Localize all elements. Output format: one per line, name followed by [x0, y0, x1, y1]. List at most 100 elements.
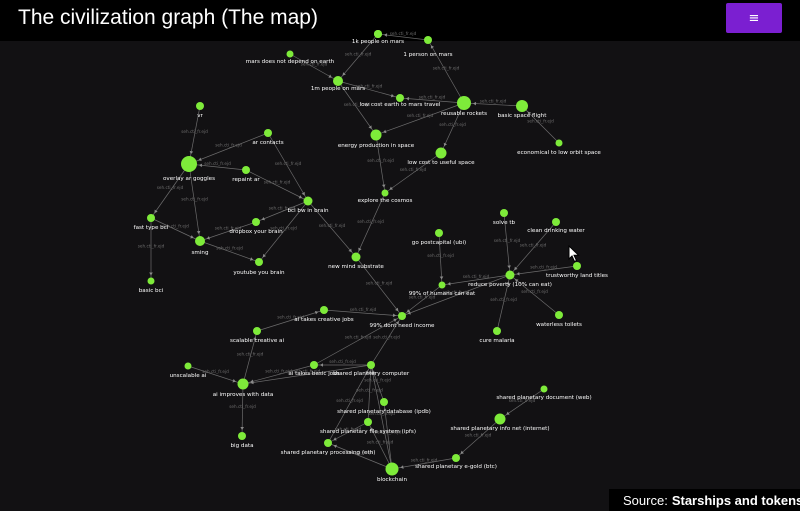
graph-node-postcapital[interactable]: go postcapital (ubi): [412, 229, 466, 246]
node-circle[interactable]: [310, 361, 318, 369]
node-circle[interactable]: [555, 311, 563, 319]
graph-node-dropbox[interactable]: dropbox your brain: [229, 218, 283, 235]
node-circle[interactable]: [181, 156, 197, 172]
node-circle[interactable]: [494, 413, 506, 425]
node-circle[interactable]: [195, 236, 205, 246]
graph-node-basic-space[interactable]: basic space flight: [498, 100, 548, 119]
graph-node-99-income[interactable]: 99% dont need income: [370, 312, 436, 329]
node-circle[interactable]: [184, 362, 192, 370]
node-label: big data: [230, 443, 253, 449]
graph-node-econ-orbit[interactable]: economical to low orbit space: [517, 139, 601, 157]
graph-node-youtube[interactable]: youtube you brain: [233, 258, 285, 276]
edge-arrowhead: [407, 311, 412, 315]
graph-node-shared-db[interactable]: shared planetary database (ipdb): [337, 398, 431, 415]
graph-node-explore[interactable]: explore the cosmos: [358, 189, 413, 205]
graph-node-blockchain[interactable]: blockchain: [377, 462, 407, 484]
graph-node-malaria[interactable]: cure malaria: [479, 327, 515, 344]
menu-button[interactable]: ≡: [726, 3, 782, 33]
node-circle[interactable]: [493, 327, 501, 335]
node-circle[interactable]: [385, 462, 399, 476]
node-circle[interactable]: [555, 139, 563, 147]
edge-arrowhead: [365, 370, 369, 374]
node-circle[interactable]: [435, 229, 443, 237]
node-circle[interactable]: [237, 378, 249, 390]
graph-node-reusable[interactable]: reusable rockets: [441, 96, 487, 117]
graph-node-new-mind[interactable]: new mind substrate: [328, 252, 384, 271]
graph-node-scalable-ai[interactable]: scalable creative ai: [230, 327, 285, 344]
node-circle[interactable]: [252, 218, 260, 226]
node-label: mars does not depend on earth: [246, 59, 335, 65]
node-circle[interactable]: [424, 36, 432, 44]
graph-node-ai-creative[interactable]: ai takes creative jobs: [294, 306, 354, 323]
graph-node-low-cost-space[interactable]: low cost to useful space: [407, 147, 475, 167]
node-circle[interactable]: [238, 432, 246, 440]
graph-node-solve-tb[interactable]: solve tb: [493, 209, 516, 226]
node-circle[interactable]: [242, 166, 250, 174]
node-circle[interactable]: [505, 270, 515, 280]
edge-label: seh.cti_fr.ejd: [202, 369, 229, 374]
node-circle[interactable]: [457, 96, 471, 110]
node-circle[interactable]: [255, 258, 263, 266]
graph-node-e-gold[interactable]: shared planetary e-gold (btc): [415, 454, 497, 470]
node-circle[interactable]: [552, 218, 560, 226]
graph-node-energy-space[interactable]: energy production in space: [338, 129, 415, 150]
graph-node-1m-mars[interactable]: 1m people on mars: [311, 76, 365, 92]
graph-node-mars-indep[interactable]: mars does not depend on earth: [246, 50, 335, 66]
node-circle[interactable]: [264, 129, 272, 137]
node-circle[interactable]: [147, 214, 155, 222]
graph-node-shared-proc[interactable]: shared planetary processing (eth): [281, 439, 376, 456]
node-circle[interactable]: [367, 361, 375, 369]
graph-edge: [375, 134, 386, 194]
graph-node-reduce-poverty[interactable]: reduce poverty (10% can eat): [468, 270, 552, 289]
graph-node-unscalable-ai[interactable]: unscalable ai: [170, 362, 207, 380]
node-circle[interactable]: [351, 252, 361, 262]
node-circle[interactable]: [452, 454, 460, 462]
graph-node-land-titles[interactable]: trustworthy land titles: [546, 262, 608, 279]
node-circle[interactable]: [374, 30, 382, 38]
graph-node-ai-data[interactable]: ai improves with data: [213, 378, 274, 399]
node-circle[interactable]: [500, 209, 508, 217]
graph-node-repaint[interactable]: repaint ar: [232, 166, 260, 183]
graph-node-basic-bci[interactable]: basic bci: [139, 277, 164, 295]
edge-arrowhead: [368, 125, 372, 129]
node-circle[interactable]: [324, 439, 332, 447]
graph-node-vr[interactable]: vr: [196, 102, 204, 119]
graph-node-waterless[interactable]: waterless toilets: [536, 311, 582, 328]
node-circle[interactable]: [333, 76, 343, 86]
graph-node-shared-fs[interactable]: shared planetary file system (ipfs): [320, 418, 416, 435]
node-circle[interactable]: [370, 129, 382, 141]
graph-node-shared-info[interactable]: shared planetary info net (internet): [450, 413, 550, 433]
graph-node-99-eat[interactable]: 99% of humans can eat: [409, 281, 476, 298]
node-circle[interactable]: [381, 189, 389, 197]
node-label: shared planetary database (ipdb): [337, 409, 431, 415]
node-circle[interactable]: [380, 398, 388, 406]
graph-node-1k-mars[interactable]: 1k people on mars: [352, 30, 404, 45]
node-circle[interactable]: [286, 50, 294, 58]
node-circle[interactable]: [364, 418, 372, 426]
node-circle[interactable]: [435, 147, 447, 159]
graph-node-clean-water[interactable]: clean drinking water: [527, 218, 585, 234]
node-circle[interactable]: [303, 196, 313, 206]
node-circle[interactable]: [540, 385, 548, 393]
graph-node-low-cost-mars[interactable]: low cost earth to mars travel: [360, 94, 441, 108]
node-circle[interactable]: [147, 277, 155, 285]
graph-node-bci[interactable]: bci bw in brain: [287, 196, 329, 215]
node-circle[interactable]: [438, 281, 446, 289]
graph-node-ar-contacts[interactable]: ar contacts: [252, 129, 284, 146]
node-circle[interactable]: [516, 100, 528, 112]
graph-node-ai-basic[interactable]: ai takes basic jobs: [288, 361, 340, 377]
graph-node-shared-doc[interactable]: shared planetary document (web): [496, 385, 592, 402]
graph-node-1-mars[interactable]: 1 person on mars: [403, 36, 453, 58]
graph-node-sming[interactable]: sming: [191, 236, 209, 256]
node-circle[interactable]: [398, 312, 406, 320]
graph-node-overlay[interactable]: overlay ar goggles: [163, 156, 215, 182]
node-circle[interactable]: [253, 327, 261, 335]
graph-node-fast-bci[interactable]: fast type bci: [134, 214, 169, 231]
edge-arrowhead: [333, 444, 338, 449]
graph-node-big-data[interactable]: big data: [230, 432, 254, 449]
graph-node-shared-computer[interactable]: shared planetary computer: [333, 361, 410, 377]
node-circle[interactable]: [396, 94, 404, 102]
node-circle[interactable]: [196, 102, 204, 110]
node-circle[interactable]: [573, 262, 581, 270]
node-circle[interactable]: [320, 306, 328, 314]
